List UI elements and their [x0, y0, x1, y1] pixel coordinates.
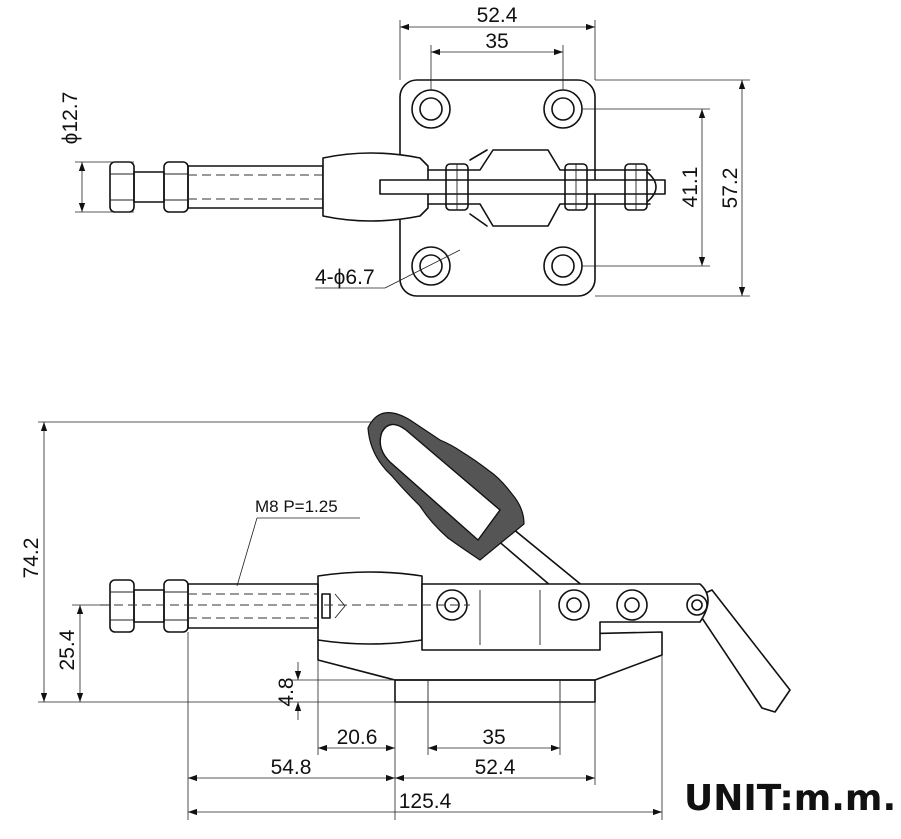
dim-label: 41.1 [679, 167, 702, 208]
top-knob [109, 161, 189, 213]
side-base-foot [394, 679, 596, 703]
dim-top-35: 35 [430, 30, 564, 90]
dim-label: 125.4 [399, 790, 452, 813]
dim-side-20-6: 20.6 [317, 660, 396, 820]
dim-side-54-8: 54.8 [187, 632, 395, 820]
dim-side-35: 35 [427, 702, 561, 755]
top-view: 52.4 35 41.1 57.2 ϕ12.7 [59, 4, 750, 297]
side-view: M8 P=1.25 74.2 25.4 4.8 20.6 [20, 412, 791, 820]
dim-top-phi-12-7: ϕ12.7 [59, 92, 134, 213]
side-knob [109, 579, 189, 633]
side-extended-link [689, 589, 791, 713]
dim-label: 52.4 [475, 756, 516, 779]
dim-label: 57.2 [719, 168, 742, 209]
thread-label: M8 P=1.25 [255, 497, 338, 516]
dim-label: ϕ12.7 [59, 92, 82, 145]
dim-side-125-4: 125.4 [188, 655, 663, 820]
dim-label: 35 [482, 726, 505, 749]
dim-top-57-2: 57.2 [595, 79, 750, 297]
dim-top-52-4: 52.4 [399, 4, 596, 80]
side-thread-leader: M8 P=1.25 [236, 497, 360, 587]
dim-label: 52.4 [477, 4, 518, 27]
unit-label: UNIT:m.m. [684, 778, 896, 819]
dim-label: 25.4 [56, 629, 79, 670]
dim-side-74-2: 74.2 [20, 421, 395, 703]
dim-label: 74.2 [20, 538, 43, 579]
dim-label: 54.8 [271, 756, 312, 779]
top-plunger [187, 165, 341, 209]
dim-top-41-1: 41.1 [582, 108, 710, 267]
top-housing [322, 152, 429, 222]
dim-side-52-4: 52.4 [395, 702, 596, 785]
dim-label: 35 [485, 30, 508, 53]
top-linkage [379, 149, 666, 227]
dim-label: 4-ϕ6.7 [315, 266, 375, 289]
side-plunger [187, 583, 346, 629]
dim-side-4-8: 4.8 [275, 662, 395, 720]
side-housing [317, 571, 423, 645]
dim-label: 4.8 [275, 677, 298, 706]
dim-label: 20.6 [337, 726, 378, 749]
dim-top-holes-leader: 4-ϕ6.7 [315, 249, 461, 289]
dim-side-25-4: 25.4 [56, 604, 110, 702]
